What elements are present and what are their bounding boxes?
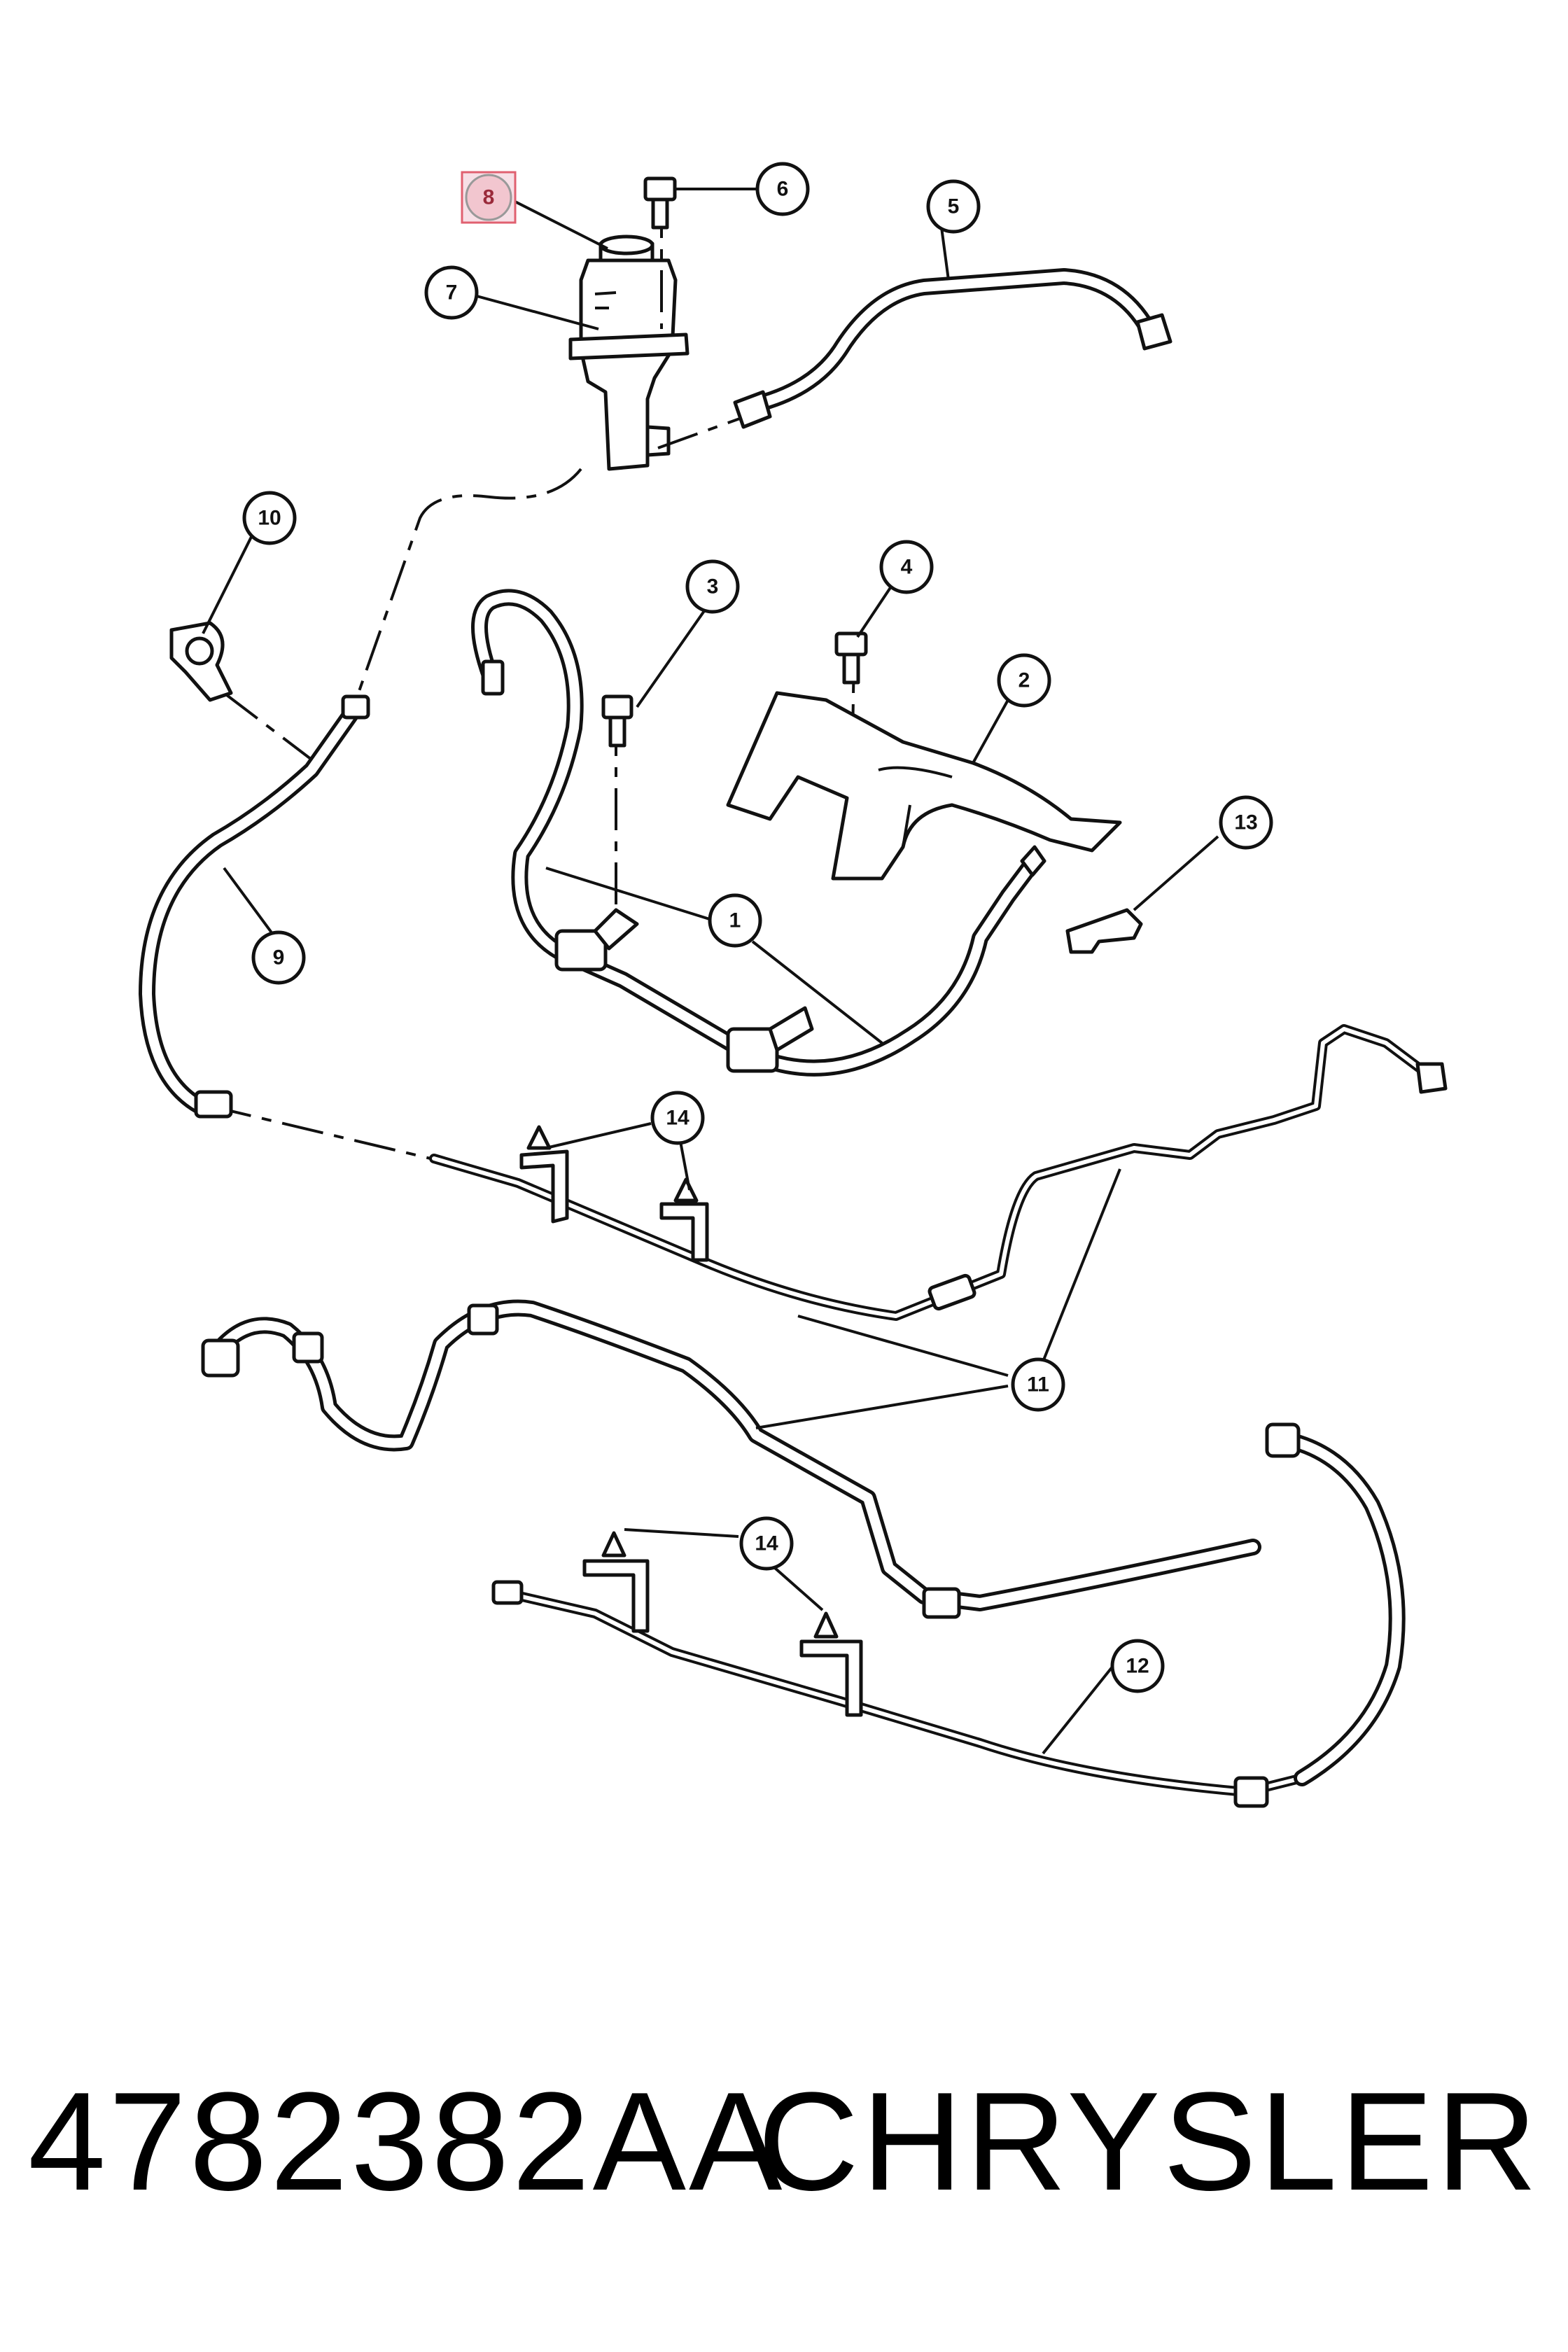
callout-14-upper-label: 14 bbox=[666, 1107, 690, 1130]
cooler-line-upper bbox=[429, 1024, 1448, 1321]
callout-12: 12 bbox=[1110, 1639, 1165, 1693]
callout-1: 1 bbox=[708, 893, 762, 948]
callout-11: 11 bbox=[1011, 1357, 1065, 1412]
callout-1-label: 1 bbox=[729, 909, 741, 932]
callout-10-label: 10 bbox=[258, 507, 281, 530]
clip bbox=[169, 621, 233, 702]
part-number: 4782382AA bbox=[28, 2064, 785, 2220]
callout-3: 3 bbox=[685, 559, 740, 614]
callout-13: 13 bbox=[1219, 795, 1273, 850]
callout-7: 7 bbox=[424, 265, 479, 320]
return-hose bbox=[139, 694, 370, 1119]
callout-9: 9 bbox=[251, 930, 306, 985]
callout-5-label: 5 bbox=[948, 195, 960, 218]
callout-6: 6 bbox=[755, 162, 810, 216]
retainer bbox=[1065, 908, 1143, 954]
reservoir-cap bbox=[598, 234, 654, 262]
bracket-upper bbox=[519, 1125, 709, 1262]
bolt-4 bbox=[834, 631, 868, 685]
callout-3-label: 3 bbox=[707, 575, 719, 598]
callout-4-label: 4 bbox=[901, 556, 913, 579]
bolt-3 bbox=[601, 694, 634, 748]
callout-7-label: 7 bbox=[446, 281, 458, 304]
callout-9-label: 9 bbox=[273, 946, 285, 969]
callout-13-label: 13 bbox=[1234, 811, 1257, 834]
heat-shield bbox=[726, 691, 1122, 881]
callout-8[interactable]: 8 bbox=[461, 171, 517, 224]
callout-14-upper: 14 bbox=[650, 1091, 705, 1145]
callout-14-lower-label: 14 bbox=[755, 1532, 778, 1555]
callout-6-label: 6 bbox=[777, 178, 789, 201]
return-line bbox=[491, 1422, 1406, 1808]
bolt-6 bbox=[643, 176, 677, 230]
callout-8-label: 8 bbox=[483, 186, 495, 209]
callout-10: 10 bbox=[242, 491, 297, 545]
callout-2-label: 2 bbox=[1018, 669, 1030, 692]
bracket-lower bbox=[582, 1531, 863, 1717]
callout-14-lower: 14 bbox=[739, 1516, 794, 1571]
cooler-line-lower bbox=[201, 1299, 1261, 1619]
callout-11-label: 11 bbox=[1027, 1373, 1049, 1396]
brand-name: CHRYSLER bbox=[757, 2064, 1540, 2220]
pressure-hose bbox=[471, 589, 1046, 1077]
leader-lines bbox=[202, 188, 1219, 1755]
supply-hose bbox=[733, 268, 1172, 429]
reservoir bbox=[568, 258, 690, 471]
alignment-lines bbox=[209, 196, 855, 1160]
callout-5: 5 bbox=[926, 179, 981, 234]
callout-4: 4 bbox=[879, 540, 934, 594]
footer: 4782382AA CHRYSLER bbox=[28, 2051, 1540, 2233]
callout-12-label: 12 bbox=[1126, 1655, 1149, 1678]
callout-2: 2 bbox=[997, 653, 1051, 708]
